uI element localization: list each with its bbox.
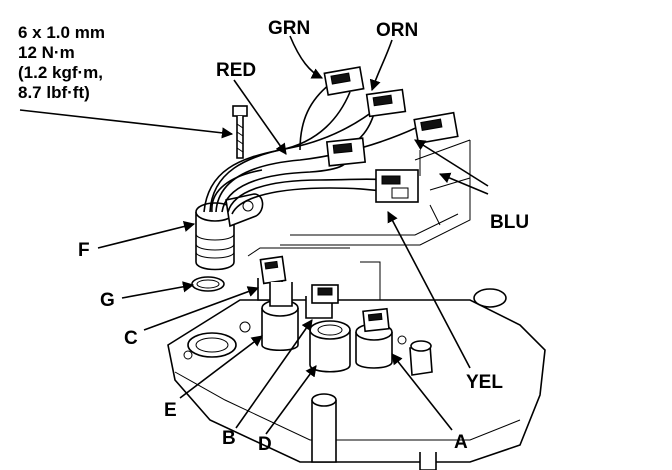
label-orn: ORN <box>376 20 418 41</box>
solenoid-b <box>305 284 339 319</box>
leader-lines <box>19 35 489 435</box>
o-ring-g <box>191 276 225 292</box>
label-f: F <box>78 240 90 261</box>
torque-spec-nm: 12 N·m <box>18 43 75 62</box>
label-e: E <box>164 400 177 421</box>
label-d: D <box>258 434 272 455</box>
connector-yel <box>375 169 419 203</box>
solenoid-d <box>309 320 351 373</box>
connector-grn <box>323 66 365 96</box>
label-a: A <box>454 432 468 453</box>
label-blu: BLU <box>490 212 529 233</box>
connector-blu <box>413 111 459 145</box>
connector-f <box>195 193 264 271</box>
label-b: B <box>222 428 236 449</box>
label-red: RED <box>216 60 256 81</box>
label-c: C <box>124 328 138 349</box>
harness-bracket <box>247 139 471 300</box>
torque-spec-lbfft: 8.7 lbf·ft) <box>18 83 90 102</box>
label-yel: YEL <box>466 372 503 393</box>
bolt <box>232 105 248 159</box>
connector-orn <box>365 88 407 118</box>
torque-spec-kgfm: (1.2 kgf·m, <box>18 63 103 82</box>
solenoid-a <box>355 307 393 369</box>
label-grn: GRN <box>268 18 310 39</box>
connector-red <box>325 137 367 167</box>
torque-spec-size: 6 x 1.0 mm <box>18 23 105 42</box>
solenoid-e <box>261 282 299 352</box>
label-g: G <box>100 290 115 311</box>
